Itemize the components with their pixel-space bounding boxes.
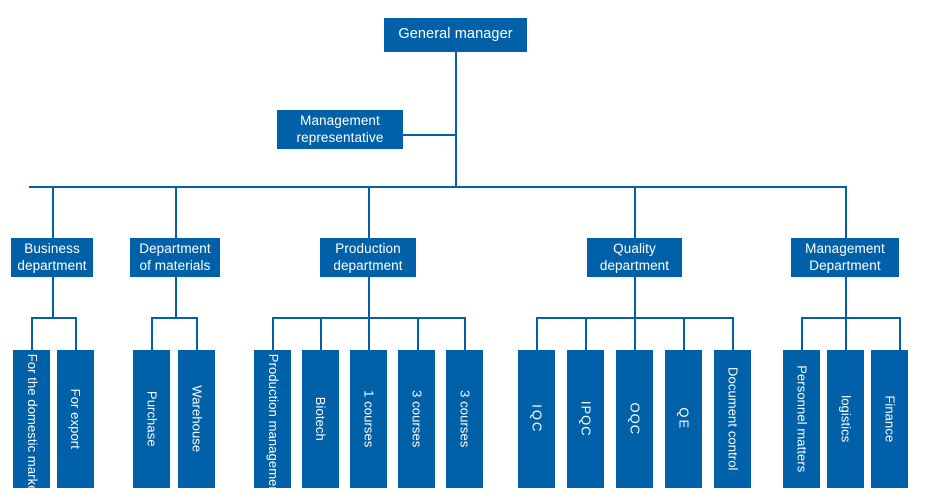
node-leaf-iqc[interactable]: IQC bbox=[518, 350, 555, 488]
connector-drop-dept-3 bbox=[368, 186, 370, 238]
connector-root-spine bbox=[455, 52, 457, 188]
connector-stem-dept-3 bbox=[368, 277, 370, 318]
leaf-label: 3 courses bbox=[457, 390, 473, 448]
connector-main-bus bbox=[29, 186, 847, 188]
node-leaf-purchase[interactable]: Purchase bbox=[133, 350, 170, 488]
node-leaf-warehouse[interactable]: Warehouse bbox=[178, 350, 215, 488]
connector-leaf-5-1 bbox=[801, 317, 803, 351]
node-department-management[interactable]: Management Department bbox=[791, 238, 899, 277]
connector-leaf-1-2 bbox=[75, 317, 77, 351]
connector-subbus-dept-1 bbox=[31, 317, 77, 319]
connector-leaf-3-5 bbox=[464, 317, 466, 351]
node-leaf-personnel-matters[interactable]: Personnel matters bbox=[783, 350, 820, 488]
connector-stem-dept-4 bbox=[634, 277, 636, 318]
connector-leaf-5-2 bbox=[845, 317, 847, 351]
leaf-label: Warehouse bbox=[189, 385, 205, 453]
connector-leaf-1-1 bbox=[31, 317, 33, 351]
node-leaf-1-courses[interactable]: 1 courses bbox=[350, 350, 387, 488]
node-leaf-3-courses-a[interactable]: 3 courses bbox=[398, 350, 435, 488]
leaf-label: For export bbox=[68, 388, 84, 450]
connector-subbus-dept-5 bbox=[801, 317, 899, 319]
connector-staff-stub bbox=[403, 134, 457, 136]
leaf-label: Production management bbox=[265, 354, 281, 498]
connector-leaf-2-2 bbox=[196, 317, 198, 351]
node-leaf-qe[interactable]: QE bbox=[665, 350, 702, 488]
connector-drop-dept-4 bbox=[634, 186, 636, 238]
connector-leaf-4-4 bbox=[683, 317, 685, 351]
node-leaf-logistics[interactable]: logistics bbox=[827, 350, 864, 488]
leaf-label: 1 courses bbox=[361, 390, 377, 448]
node-department-quality[interactable]: Quality department bbox=[587, 238, 682, 277]
leaf-label: Biotech bbox=[313, 396, 329, 442]
node-management-representative[interactable]: Management representative bbox=[277, 110, 403, 149]
node-leaf-oqc[interactable]: OQC bbox=[616, 350, 653, 488]
connector-leaf-3-2 bbox=[320, 317, 322, 351]
connector-stem-dept-5 bbox=[845, 277, 847, 318]
node-general-manager[interactable]: General manager bbox=[384, 18, 527, 52]
connector-leaf-5-3 bbox=[899, 317, 901, 351]
connector-drop-dept-2 bbox=[175, 186, 177, 238]
leaf-label: 3 courses bbox=[409, 390, 425, 448]
connector-leaf-4-5 bbox=[732, 317, 734, 351]
node-department-business[interactable]: Business department bbox=[11, 238, 93, 277]
connector-stem-dept-1 bbox=[52, 277, 54, 318]
connector-stem-dept-2 bbox=[175, 277, 177, 318]
node-leaf-biotech[interactable]: Biotech bbox=[302, 350, 339, 488]
connector-subbus-dept-2 bbox=[151, 317, 198, 319]
node-leaf-finance[interactable]: Finance bbox=[871, 350, 908, 488]
connector-leaf-4-1 bbox=[536, 317, 538, 351]
leaf-label: Purchase bbox=[144, 391, 160, 447]
connector-leaf-3-1 bbox=[272, 317, 274, 351]
connector-leaf-3-4 bbox=[417, 317, 419, 351]
connector-leaf-4-2 bbox=[585, 317, 587, 351]
leaf-label: QE bbox=[676, 407, 692, 431]
connector-leaf-4-3 bbox=[634, 317, 636, 351]
leaf-label: IPQC bbox=[578, 401, 594, 437]
leaf-label: IQC bbox=[529, 404, 545, 434]
node-leaf-document-control[interactable]: Document control bbox=[714, 350, 751, 488]
leaf-label: For the domestic market bbox=[24, 354, 40, 497]
node-leaf-3-courses-b[interactable]: 3 courses bbox=[446, 350, 483, 488]
node-leaf-for-export[interactable]: For export bbox=[57, 350, 94, 488]
connector-drop-dept-5 bbox=[845, 186, 847, 238]
node-leaf-production-management[interactable]: Production management bbox=[254, 350, 291, 498]
node-department-materials[interactable]: Department of materials bbox=[130, 238, 220, 277]
node-leaf-for-the-domestic-market[interactable]: For the domestic market bbox=[13, 350, 50, 497]
connector-leaf-3-3 bbox=[368, 317, 370, 351]
leaf-label: Document control bbox=[725, 367, 741, 471]
leaf-label: logistics bbox=[838, 395, 854, 443]
connector-leaf-2-1 bbox=[151, 317, 153, 351]
leaf-label: Personnel matters bbox=[794, 365, 810, 473]
node-leaf-ipqc[interactable]: IPQC bbox=[567, 350, 604, 488]
leaf-label: OQC bbox=[627, 402, 643, 436]
leaf-label: Finance bbox=[882, 395, 898, 443]
node-department-production[interactable]: Production department bbox=[320, 238, 416, 277]
connector-drop-dept-1 bbox=[52, 186, 54, 238]
